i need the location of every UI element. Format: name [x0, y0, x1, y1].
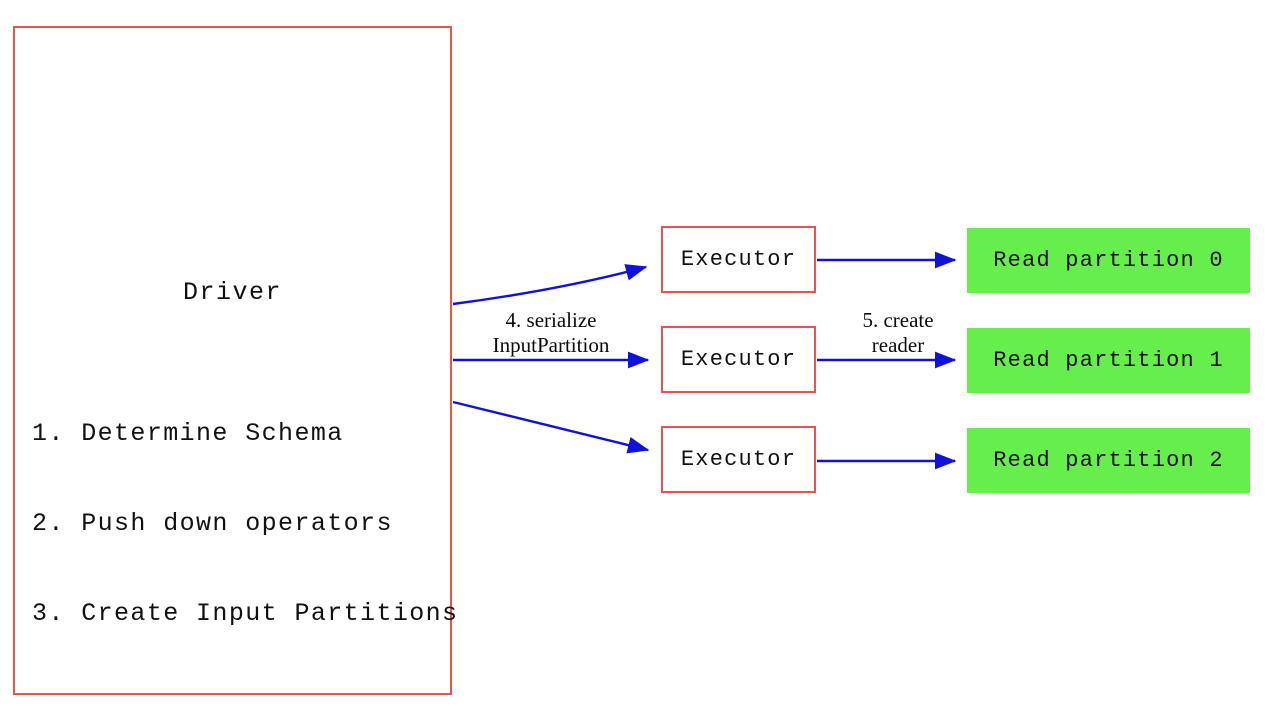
read-partition-box-0: Read partition 0 [967, 228, 1250, 293]
read-partition-label-2: Read partition 2 [993, 448, 1224, 473]
edge-label-create-reader: 5. create reader [862, 308, 934, 357]
read-partition-box-1: Read partition 1 [967, 328, 1250, 393]
executor-label-1: Executor [680, 347, 797, 372]
executor-box-0: Executor [661, 226, 816, 293]
driver-step-1: 1. Determine Schema [32, 419, 344, 448]
executor-label-0: Executor [680, 247, 797, 272]
executor-label-2: Executor [680, 447, 797, 472]
driver-steps-list: 1. Determine Schema 2. Push down operato… [32, 359, 458, 689]
read-partition-box-2: Read partition 2 [967, 428, 1250, 493]
edge-label-serialize: 4. serialize InputPartition [492, 308, 610, 357]
arrow-driver-to-executor-0 [452, 264, 648, 306]
arrow-driver-to-executor-2 [452, 400, 650, 454]
read-partition-label-1: Read partition 1 [993, 348, 1224, 373]
executor-box-1: Executor [661, 326, 816, 393]
driver-title: Driver [182, 278, 282, 307]
read-partition-label-0: Read partition 0 [993, 248, 1224, 273]
driver-step-2: 2. Push down operators [32, 509, 393, 538]
driver-step-3: 3. Create Input Partitions [32, 599, 459, 628]
executor-box-2: Executor [661, 426, 816, 493]
driver-box: Driver 1. Determine Schema 2. Push down … [13, 26, 457, 695]
